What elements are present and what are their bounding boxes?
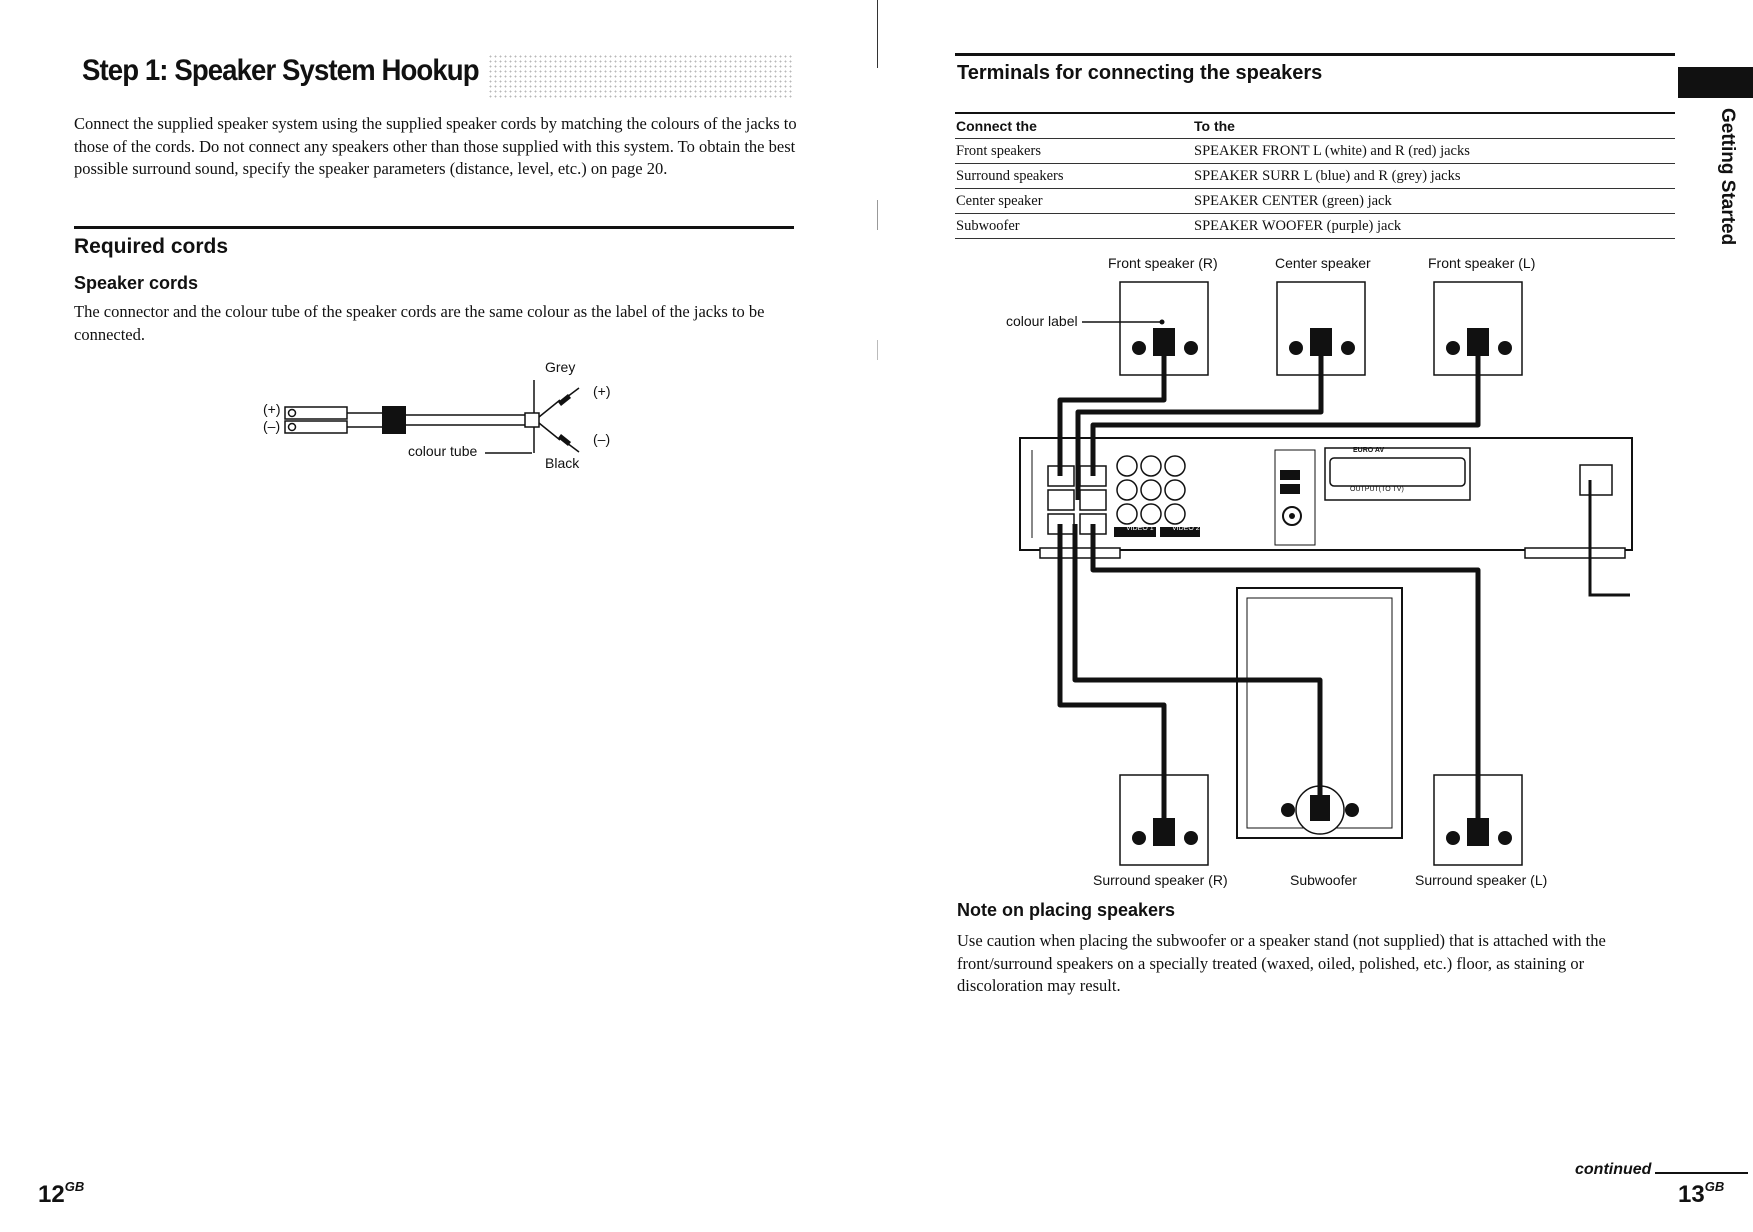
black-label: Black	[545, 455, 580, 471]
output-tv-label: OUTPUT(TO TV)	[1350, 486, 1404, 493]
front-speaker-l-label: Front speaker (L)	[1428, 255, 1536, 271]
spine-mark	[877, 0, 878, 68]
terminals-heading: Terminals for connecting the speakers	[957, 62, 1323, 84]
speaker-cords-paragraph: The connector and the colour tube of the…	[74, 302, 765, 344]
surround-speaker-r-label: Surround speaker (R)	[1093, 872, 1228, 888]
spine-mark	[877, 200, 878, 230]
speaker-cord-diagram	[284, 380, 580, 454]
video1-label: VIDEO 1	[1126, 525, 1154, 532]
table-cell: Subwoofer	[955, 213, 1193, 239]
table-row: Surround speakers SPEAKER SURR L (blue) …	[955, 163, 1675, 189]
left-plus-label: (+)	[263, 401, 281, 417]
table-row: Center speaker SPEAKER CENTER (green) ja…	[955, 188, 1675, 214]
note-paragraph: Use caution when placing the subwoofer o…	[957, 931, 1606, 995]
colour-tube-label: colour tube	[408, 443, 478, 459]
required-cords-heading: Required cords	[74, 235, 229, 258]
front-speaker-r-label: Front speaker (R)	[1108, 255, 1218, 271]
page-number-right: 13GB	[1678, 1179, 1725, 1208]
section-divider	[74, 226, 794, 229]
table-cell: Surround speakers	[955, 163, 1193, 189]
video2-label: VIDEO 2	[1172, 525, 1200, 532]
continued-rule	[1655, 1172, 1748, 1174]
page-number-left: 12GB	[38, 1179, 85, 1208]
plus-label: (+)	[593, 383, 611, 399]
title-dot-pattern	[488, 54, 793, 98]
right-title-rule	[955, 53, 1675, 56]
note-heading: Note on placing speakers	[957, 900, 1176, 920]
center-speaker-label: Center speaker	[1275, 255, 1371, 271]
table-header-row: Connect the To the	[955, 114, 1675, 139]
table-cell: Front speakers	[955, 138, 1193, 164]
intro-paragraph: Connect the supplied speaker system usin…	[74, 114, 797, 178]
table-row: Front speakers SPEAKER FRONT L (white) a…	[955, 138, 1675, 164]
table-cell: SPEAKER WOOFER (purple) jack	[1193, 213, 1675, 239]
page-title: Step 1: Speaker System Hookup	[82, 54, 480, 87]
speaker-cords-heading: Speaker cords	[74, 273, 199, 293]
grey-label: Grey	[545, 359, 576, 375]
table-row: Subwoofer SPEAKER WOOFER (purple) jack	[955, 213, 1675, 239]
left-minus-label: (–)	[263, 418, 281, 434]
section-tab	[1678, 67, 1753, 98]
table-cell: SPEAKER CENTER (green) jack	[1193, 188, 1675, 214]
table-cell: Center speaker	[955, 188, 1193, 214]
continued-label: continued	[1575, 1161, 1652, 1178]
euro-av-label: EURO AV	[1353, 447, 1385, 454]
speaker-connection-diagram	[1019, 281, 1633, 866]
terminal-table: Connect the To the Front speakers SPEAKE…	[955, 112, 1675, 239]
section-tab-label: Getting Started	[1717, 108, 1738, 246]
spine-mark	[877, 340, 878, 360]
table-cell: SPEAKER SURR L (blue) and R (grey) jacks	[1193, 163, 1675, 189]
minus-label: (–)	[593, 431, 611, 447]
colour-label-callout: colour label	[1006, 313, 1078, 329]
subwoofer-label: Subwoofer	[1290, 872, 1357, 888]
surround-speaker-l-label: Surround speaker (L)	[1415, 872, 1548, 888]
header-connect: Connect the	[955, 114, 1193, 139]
header-to: To the	[1193, 114, 1675, 139]
table-cell: SPEAKER FRONT L (white) and R (red) jack…	[1193, 138, 1675, 164]
